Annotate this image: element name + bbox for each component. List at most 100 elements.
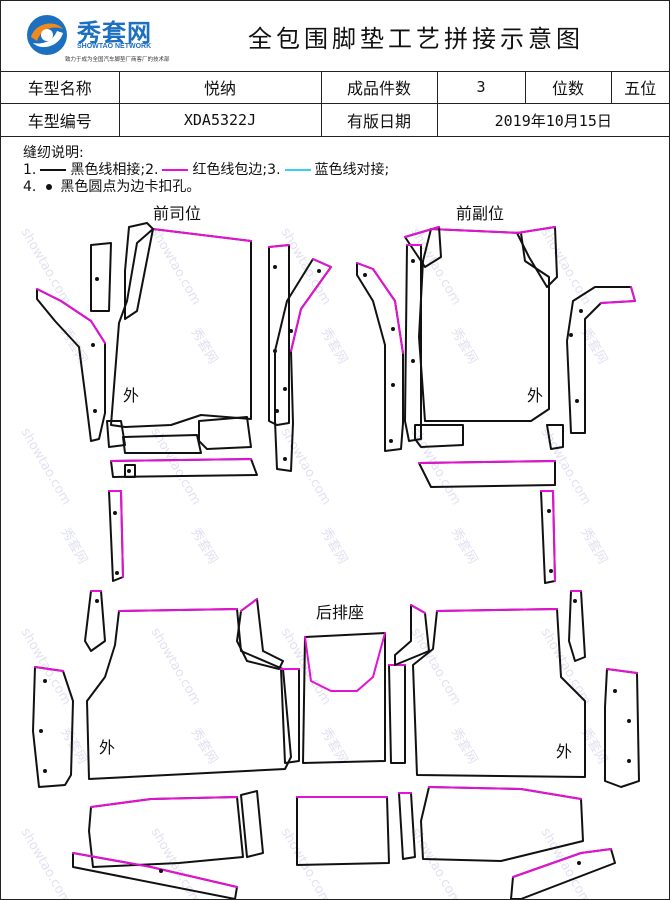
passenger-bottom-bar-piece xyxy=(418,460,556,488)
clip-hole-dot-icon xyxy=(39,729,43,733)
info-row: 车型编号 XDA5322J 有版日期 2019年10月15日 xyxy=(1,103,669,137)
driver-pedal-piece xyxy=(198,416,252,450)
clip-hole-dot-icon xyxy=(573,599,577,603)
rear-left-tab-piece xyxy=(236,598,284,670)
clip-hole-dot-icon xyxy=(283,457,287,461)
legend-item1-prefix: 1. xyxy=(23,162,37,178)
driver-left-strip-piece xyxy=(90,242,112,312)
clip-hole-dot-icon xyxy=(273,265,277,269)
clip-holes xyxy=(39,259,631,873)
clip-hole-dot-icon xyxy=(577,861,581,865)
clip-hole-dot-icon xyxy=(159,869,163,873)
rear-right-side-piece xyxy=(604,668,640,788)
logo-swirl-icon xyxy=(27,15,67,55)
rear-center-tunnel-piece xyxy=(302,632,386,764)
driver-main-mat-piece xyxy=(110,228,252,428)
driver-sill-strip-piece xyxy=(108,490,124,582)
clip-hole-dot-icon xyxy=(579,309,583,313)
model-code-value: XDA5322J xyxy=(118,103,322,137)
rear-right-upper-strip-piece xyxy=(568,590,586,662)
passenger-heel-piece xyxy=(414,424,464,448)
clip-hole-dot-icon xyxy=(273,349,277,353)
rear-center-left-strip-piece xyxy=(280,668,300,764)
clip-hole-dot-icon xyxy=(613,689,617,693)
legend-line-1: 1. 黑色线相接;2. 红色线包边;3. 蓝色线对接; xyxy=(23,162,389,179)
outer-side-driver-label: 外 xyxy=(123,386,140,405)
clip-hole-dot-icon xyxy=(627,719,631,723)
blue-line-swatch-icon xyxy=(284,169,311,171)
black-line-swatch-icon xyxy=(40,169,67,171)
outer-side-rear-right-label: 外 xyxy=(556,742,573,761)
passenger-front-label: 前副位 xyxy=(456,204,505,223)
clip-hole-dot-icon xyxy=(289,329,293,333)
passenger-right-strip-piece xyxy=(546,424,564,450)
rear-right-lower-strip-piece xyxy=(398,792,416,860)
clip-hole-dot-icon xyxy=(389,439,393,443)
clip-hole-dot-icon xyxy=(549,569,553,573)
passenger-left-arc-piece xyxy=(356,262,404,452)
clip-hole-dot-icon xyxy=(93,409,97,413)
date-label: 有版日期 xyxy=(320,103,438,137)
driver-side-curve-piece xyxy=(36,288,106,442)
model-name-label: 车型名称 xyxy=(1,71,120,104)
sewing-legend: 缝纫说明: 1. 黑色线相接;2. 红色线包边;3. 蓝色线对接; 4.黑色圆点为边卡… xyxy=(23,145,389,196)
legend-item4-text: 黑色圆点为边卡扣孔。 xyxy=(60,179,201,195)
clip-hole-dot-icon xyxy=(569,333,573,337)
legend-item3-text: 蓝色线对接; xyxy=(314,162,390,178)
clip-hole-dot-icon xyxy=(391,383,395,387)
driver-wedge-piece xyxy=(124,222,154,320)
date-value: 2019年10月15日 xyxy=(436,103,669,137)
header: 秀套网 SHOWTAO NETWORK 致力于成为全国汽车脚垫厂商客厂的技术部 … xyxy=(1,1,669,72)
outer-side-rear-left-label: 外 xyxy=(99,738,116,757)
outer-side-passenger-label: 外 xyxy=(527,386,544,405)
passenger-sill-strip-piece xyxy=(540,490,556,584)
rear-center-lower-piece xyxy=(296,796,390,866)
legend-item3-prefix: 3. xyxy=(267,162,281,178)
clip-hole-dot-icon xyxy=(547,509,551,513)
driver-heel-strip-piece xyxy=(122,434,202,454)
driver-tall-column-piece xyxy=(268,244,290,426)
info-row: 车型名称 悦纳 成品件数 3 位数 五位 xyxy=(1,71,669,104)
legend-line-2: 4.黑色圆点为边卡扣孔。 xyxy=(23,179,389,196)
rear-left-lower-curve-piece xyxy=(88,796,244,868)
clip-hole-dot-icon xyxy=(627,759,631,763)
logo-slogan: 致力于成为全国汽车脚垫厂商客厂的技术部 xyxy=(65,57,170,63)
driver-front-label: 前司位 xyxy=(153,204,202,223)
rear-left-upper-strip-piece xyxy=(84,590,106,652)
page-title: 全包围脚垫工艺拼接示意图 xyxy=(248,25,584,53)
piece-count-label: 成品件数 xyxy=(320,71,438,104)
clip-hole-dot-icon xyxy=(411,359,415,363)
clip-hole-dot-icon xyxy=(95,277,99,281)
clip-hole-dot-icon xyxy=(113,511,117,515)
clip-hole-dot-icon xyxy=(46,184,53,190)
legend-item2-text: 红色线包边; xyxy=(192,162,268,178)
clip-hole-dot-icon xyxy=(363,273,367,277)
rear-left-main-mat-piece xyxy=(86,608,292,780)
driver-bottom-tab-piece xyxy=(124,464,136,478)
rear-left-bottom-strip-piece xyxy=(72,852,238,899)
model-code-label: 车型编号 xyxy=(1,103,120,137)
passenger-top-right-wedge-piece xyxy=(516,226,558,288)
red-line-swatch-icon xyxy=(162,169,189,171)
rear-seat-label: 后排座 xyxy=(316,603,365,622)
rear-left-side-piece xyxy=(32,666,74,788)
rear-center-right-strip-piece xyxy=(388,664,406,764)
clip-hole-dot-icon xyxy=(115,571,119,575)
clip-hole-dot-icon xyxy=(317,269,321,273)
brand-logo: 秀套网 SHOWTAO NETWORK 致力于成为全国汽车脚垫厂商客厂的技术部 xyxy=(19,9,170,63)
rear-left-lower-strip-piece xyxy=(240,790,264,858)
rear-right-main-mat-piece xyxy=(412,608,586,778)
clip-hole-dot-icon xyxy=(275,409,279,413)
legend-item2-prefix: 2. xyxy=(145,162,159,178)
clip-hole-dot-icon xyxy=(391,327,395,331)
clip-hole-dot-icon xyxy=(575,399,579,403)
rear-right-lower-curve-piece xyxy=(420,786,584,862)
legend-item1-text: 黑色线相接; xyxy=(70,162,146,178)
legend-heading: 缝纫说明: xyxy=(23,145,84,161)
clip-hole-dot-icon xyxy=(127,469,131,473)
driver-bottom-bar-piece xyxy=(110,458,258,478)
rear-right-tab-piece xyxy=(394,604,430,666)
passenger-top-triangle-piece xyxy=(404,226,442,268)
